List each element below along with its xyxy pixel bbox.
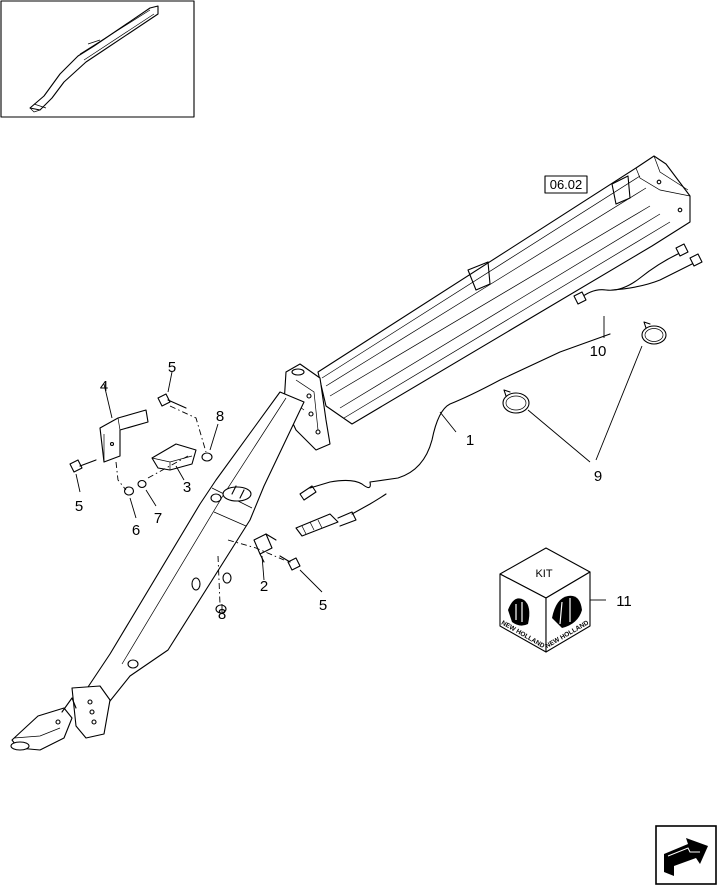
reference-box-label: 06.02 bbox=[550, 177, 583, 192]
clamp-block bbox=[151, 443, 197, 471]
kit-label: KIT bbox=[535, 568, 552, 580]
hose-clamp-lower bbox=[502, 389, 530, 414]
callout-5-right: 5 bbox=[319, 597, 327, 614]
mounting-bracket bbox=[99, 409, 149, 463]
lock-washer bbox=[137, 479, 147, 489]
washer bbox=[123, 486, 135, 496]
cable-assembly bbox=[295, 333, 611, 537]
beam-joint-bracket bbox=[283, 363, 331, 451]
small-bracket bbox=[253, 533, 277, 563]
callout-5-left: 5 bbox=[75, 498, 83, 515]
bolt-right bbox=[279, 555, 301, 571]
nut-lower bbox=[215, 604, 227, 614]
next-page-arrow-icon[interactable] bbox=[655, 825, 717, 885]
drawbar-tube bbox=[81, 391, 305, 707]
bolt-upper bbox=[157, 393, 187, 409]
hitch-clevis bbox=[10, 685, 111, 751]
reference-box: 06.02 bbox=[544, 175, 588, 194]
leader-lines bbox=[75, 316, 643, 612]
assembly-lines bbox=[115, 405, 285, 605]
bolt-left bbox=[69, 459, 97, 473]
callout-3: 3 bbox=[183, 479, 191, 496]
callout-10: 10 bbox=[590, 343, 607, 360]
callout-8-upper: 8 bbox=[216, 408, 224, 425]
callout-1: 1 bbox=[466, 432, 474, 449]
callout-6: 6 bbox=[132, 522, 140, 539]
hydraulic-hose bbox=[573, 243, 703, 305]
hose-clamp-upper bbox=[641, 321, 667, 345]
nut-upper bbox=[201, 452, 213, 462]
hitch-thumbnail-icon bbox=[0, 0, 195, 118]
callout-8-lower: 8 bbox=[218, 606, 226, 623]
callout-4: 4 bbox=[100, 378, 108, 395]
callout-2: 2 bbox=[260, 578, 268, 595]
callout-11: 11 bbox=[616, 593, 632, 610]
callout-5-upper: 5 bbox=[168, 359, 176, 376]
main-frame-beam bbox=[317, 155, 691, 425]
callout-7: 7 bbox=[154, 510, 162, 527]
callout-9: 9 bbox=[594, 468, 602, 485]
kit-box-icon: KIT NEW HOLLAND NEW HOLLAND bbox=[499, 547, 591, 653]
